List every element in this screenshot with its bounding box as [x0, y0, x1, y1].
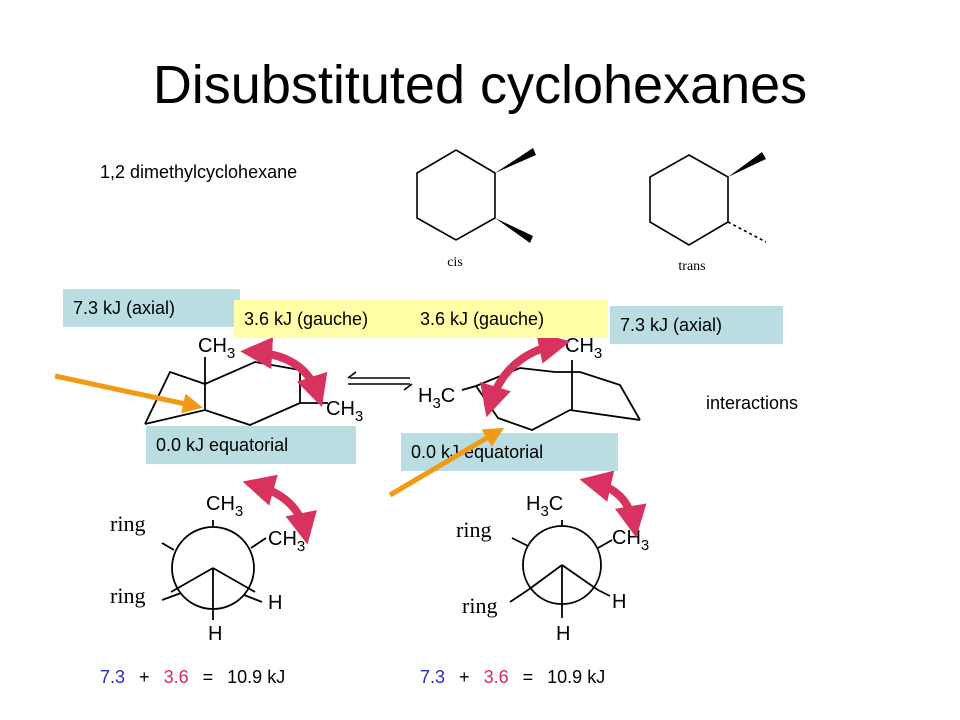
trans-wedge-top	[728, 152, 766, 177]
trans-label: trans	[678, 259, 705, 274]
left-newman-h-right: H	[268, 592, 282, 614]
left-newman-h-bottom: H	[208, 623, 222, 645]
right-equatorial-bond	[461, 385, 477, 391]
sum-right-plus: +	[459, 667, 470, 687]
sum-left-total: 10.9 kJ	[227, 667, 286, 687]
left-newman-ch3-right: CH3	[268, 528, 305, 555]
cis-structure	[416, 148, 536, 243]
right-chair	[461, 360, 641, 431]
trans-structure	[649, 152, 767, 246]
equilibrium-arrows	[347, 371, 413, 391]
pointer-arrow-left	[54, 373, 203, 414]
gauche-energy-box-left: 3.6 kJ (gauche)	[234, 300, 414, 338]
sum-right-axial: 7.3	[420, 667, 446, 687]
left-newman-ring-bottom: ring	[110, 583, 145, 608]
compound-name: 1,2 dimethylcyclohexane	[100, 162, 298, 182]
left-newman-ch3-top: CH3	[206, 493, 243, 520]
left-newman	[161, 520, 267, 620]
sum-right-total: 10.9 kJ	[547, 667, 606, 687]
sum-left-axial: 7.3	[100, 667, 126, 687]
sum-left-plus: +	[139, 667, 150, 687]
sum-right-gauche: 3.6	[483, 667, 509, 687]
equatorial-energy-box-right: 0.0 kJ equatorial	[401, 433, 618, 471]
left-chair-ch3-top: CH3	[198, 335, 235, 362]
gauche-arrow-left-newman	[242, 474, 317, 545]
axial-energy-box-right: 7.3 kJ (axial)	[610, 306, 783, 344]
right-newman-h3c-top: H3C	[526, 493, 563, 520]
gauche-arrow-left-chair	[240, 337, 328, 408]
right-newman-ring-top: ring	[456, 517, 491, 542]
right-newman-h-right: H	[612, 591, 626, 613]
left-newman-ring-top: ring	[110, 511, 145, 536]
sum-right-equals: =	[522, 667, 534, 687]
gauche-arrow-right-newman	[579, 470, 647, 538]
equatorial-energy-box-left: 0.0 kJ equatorial	[146, 426, 356, 464]
trans-hash-bond	[727, 221, 767, 243]
cis-wedge-top	[495, 148, 536, 173]
cis-wedge-bottom	[495, 218, 533, 243]
right-chair-ch3-top: CH3	[565, 335, 602, 362]
energy-sum-right: 7.3 + 3.6 = 10.9 kJ	[420, 667, 614, 688]
sum-left-gauche: 3.6	[163, 667, 189, 687]
right-newman-ring-bottom: ring	[462, 593, 497, 618]
gauche-arrow-right-chair	[480, 332, 571, 418]
energy-sum-left: 7.3 + 3.6 = 10.9 kJ	[100, 667, 294, 688]
axial-energy-box-left: 7.3 kJ (axial)	[63, 289, 240, 327]
right-newman-ch3-right: CH3	[612, 527, 649, 554]
right-newman	[509, 520, 613, 618]
right-chair-h3c: H3C	[418, 385, 455, 412]
cis-label: cis	[447, 255, 463, 270]
left-chair-ch3-bottom: CH3	[326, 398, 363, 425]
interactions-label: interactions	[706, 393, 799, 413]
right-newman-h-bottom: H	[556, 623, 570, 645]
sum-left-equals: =	[202, 667, 214, 687]
gauche-energy-box-right: 3.6 kJ (gauche)	[410, 300, 608, 338]
slide-title: Disubstituted cyclohexanes	[152, 55, 808, 115]
